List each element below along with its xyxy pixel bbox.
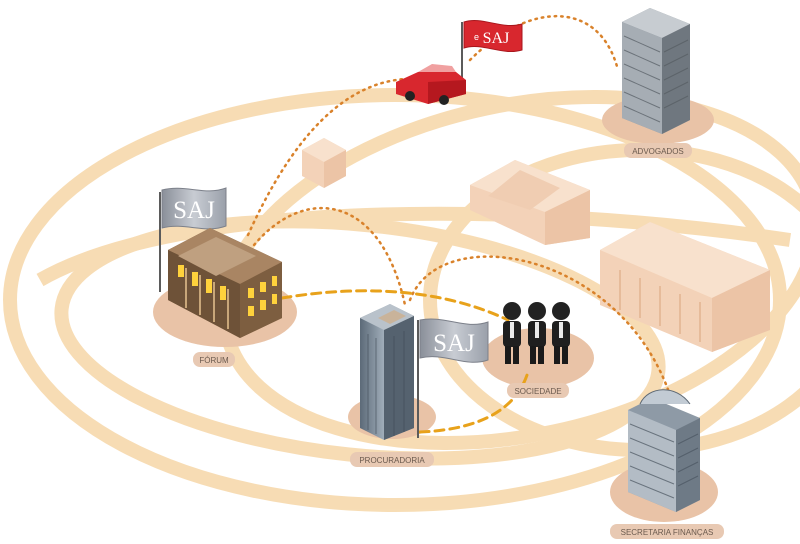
forum-building (159, 187, 282, 338)
label-procuradoria-text: PROCURADORIA (359, 456, 425, 465)
person-right (552, 302, 570, 364)
car-flag-prefix: e (474, 32, 479, 42)
procuradoria-building (360, 304, 489, 440)
link-car-advogados (468, 15, 620, 72)
forum-flag-text: SAJ (173, 197, 215, 224)
label-secretaria-text: SECRETARIA FINANÇAS (621, 528, 714, 537)
label-forum-text: FÓRUM (199, 356, 229, 365)
advogados-building (622, 8, 690, 134)
label-advogados-text: ADVOGADOS (632, 147, 684, 156)
esaj-car (396, 20, 523, 105)
procuradoria-flag (419, 318, 489, 363)
label-forum: FÓRUM (193, 352, 235, 367)
link-forum-car (246, 77, 432, 237)
label-sociedade: SOCIEDADE (507, 383, 569, 398)
dotted-links (246, 15, 672, 397)
car-flag (463, 20, 523, 52)
forum-flag (161, 187, 227, 230)
faded-building-institute (470, 160, 590, 245)
faded-building-palace (600, 222, 770, 352)
link-procuradoria-secretaria (408, 255, 672, 397)
label-procuradoria: PROCURADORIA (350, 452, 434, 467)
dashed-links (280, 289, 530, 434)
label-secretaria: SECRETARIA FINANÇAS (610, 524, 724, 539)
faded-building-small (302, 138, 346, 188)
secretaria-building (628, 389, 700, 512)
person-left (503, 302, 521, 364)
link-forum-procuradoria (248, 206, 407, 307)
label-advogados: ADVOGADOS (624, 143, 692, 158)
sociedade-people (503, 302, 570, 364)
link-forum-sociedade (280, 289, 510, 322)
person-middle (528, 302, 546, 364)
car-flag-text: SAJ (483, 30, 510, 47)
procuradoria-flag-text: SAJ (433, 330, 475, 357)
link-procuradoria-sociedade (418, 370, 530, 434)
label-sociedade-text: SOCIEDADE (514, 387, 561, 396)
